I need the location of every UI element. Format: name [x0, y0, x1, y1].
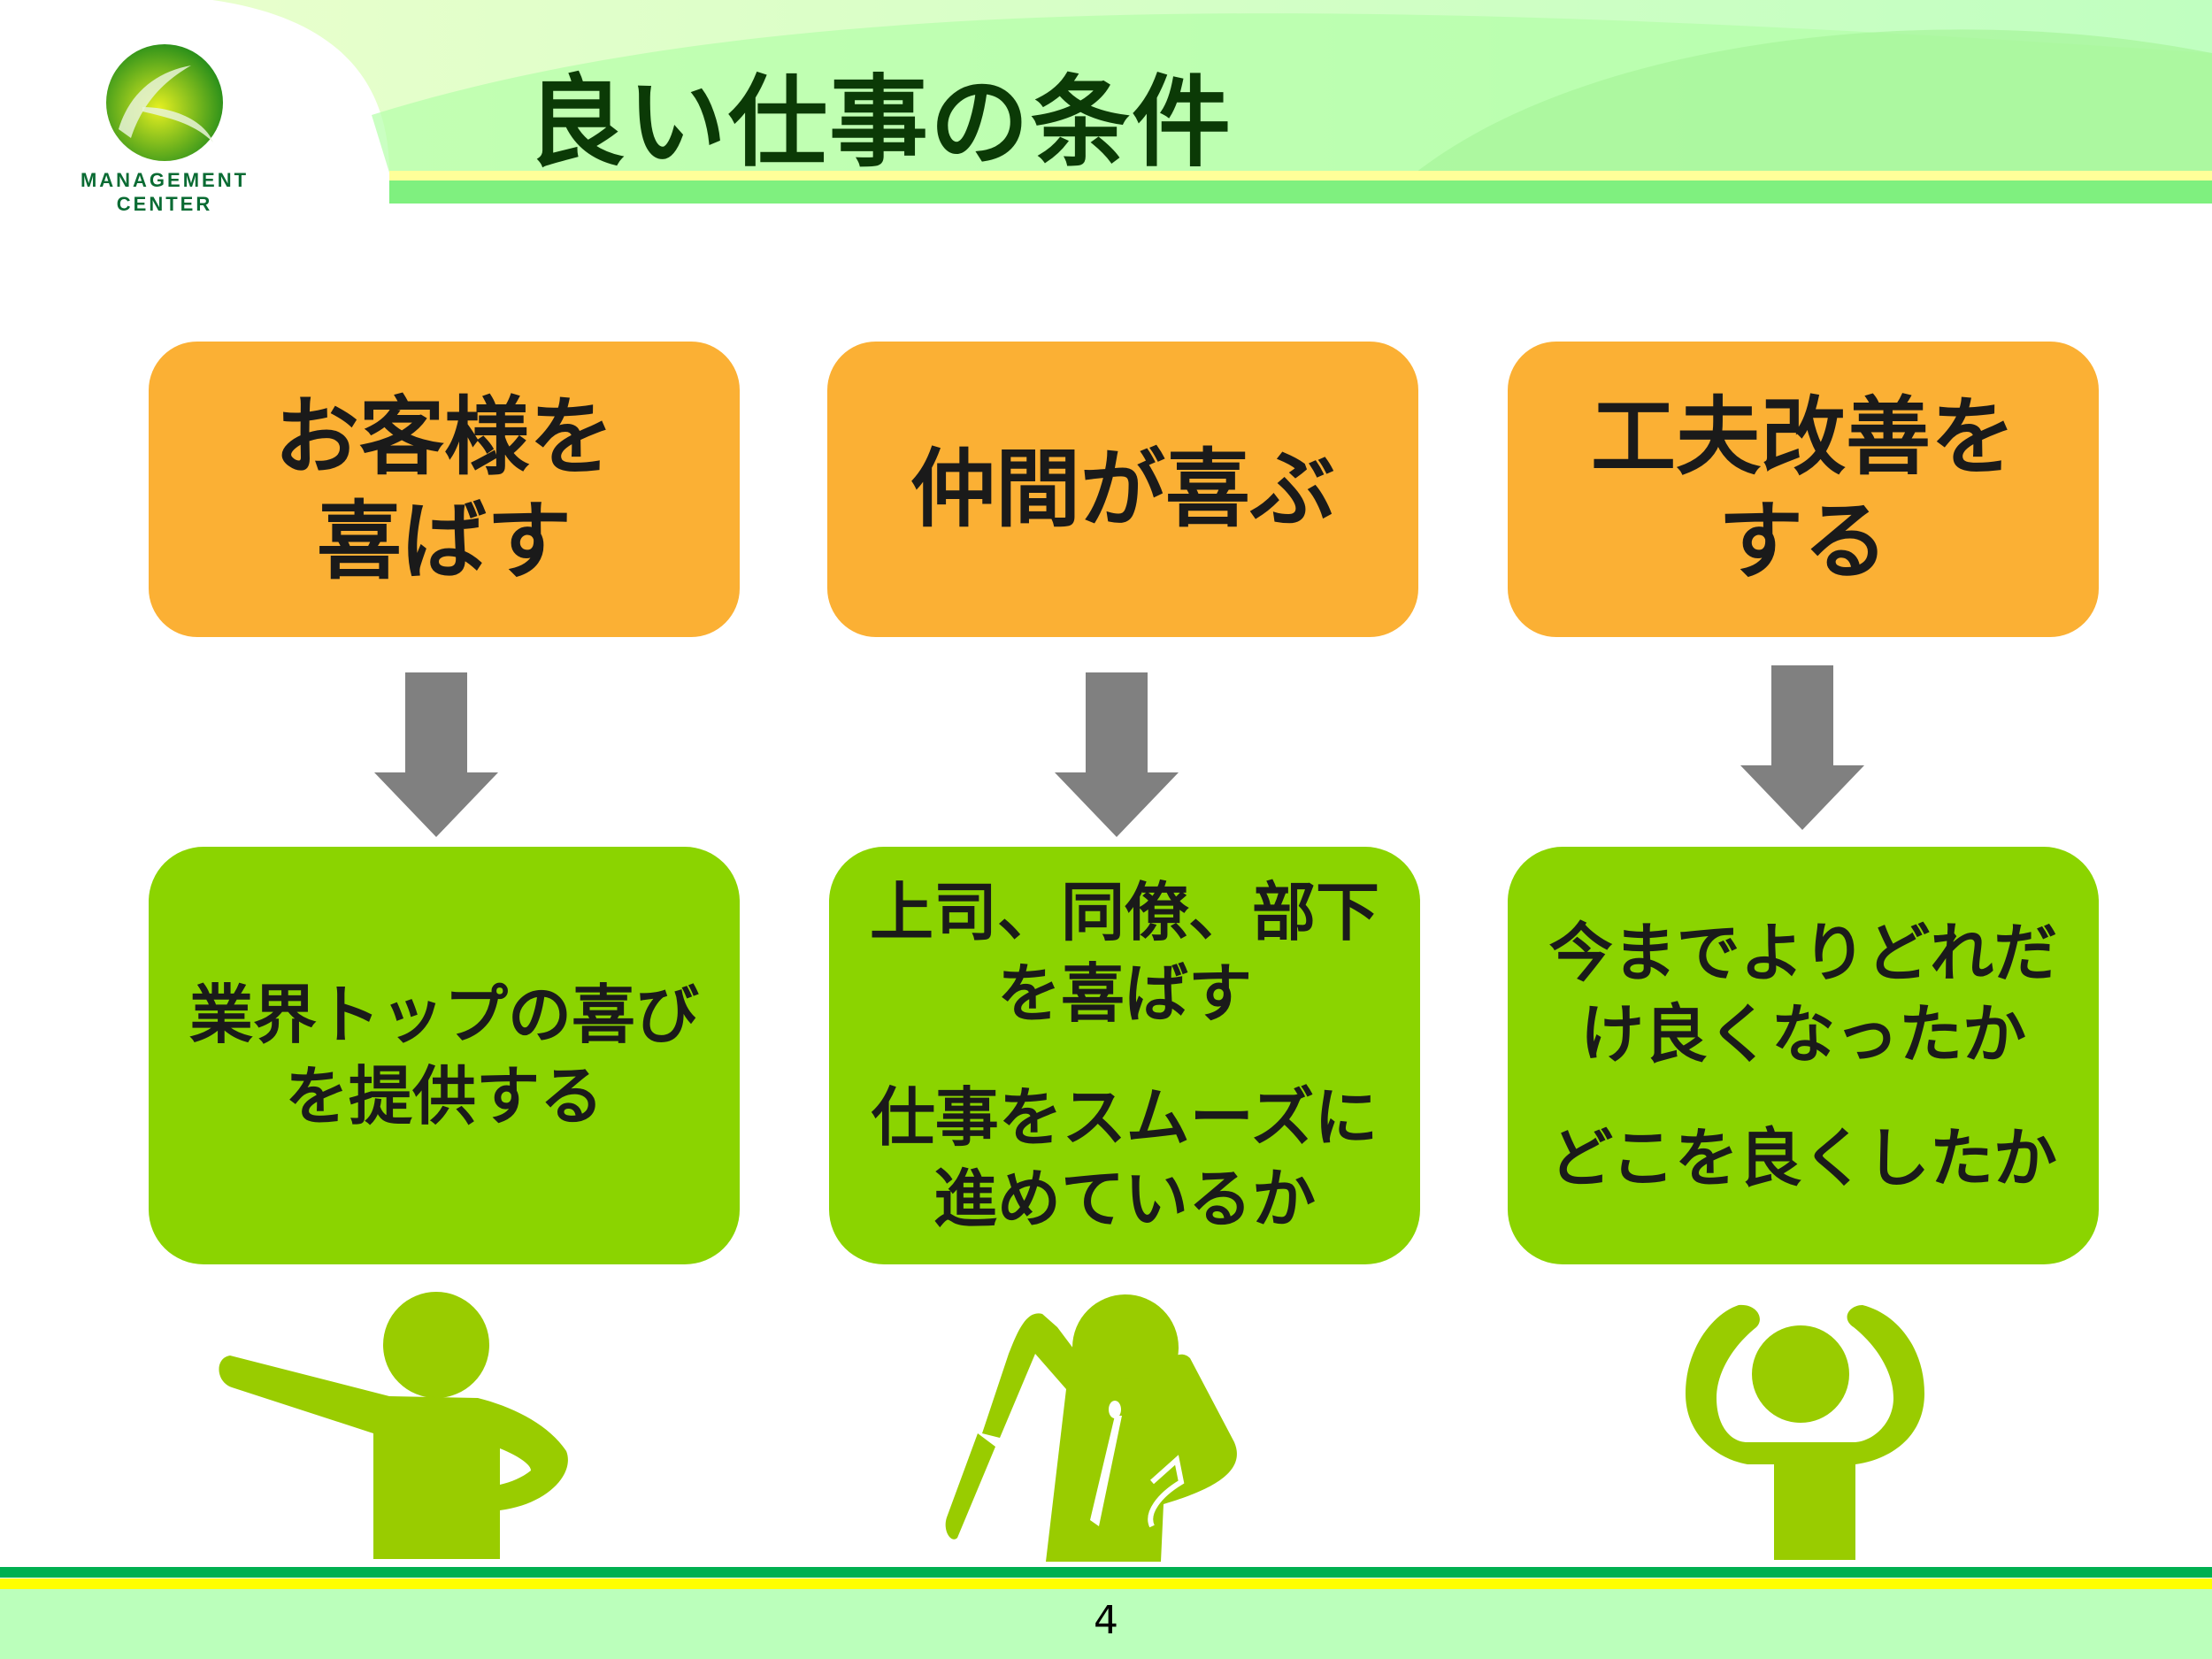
detail-box-colleagues: 上司、同僚、部下 を喜ばす 仕事をスムーズに 進めているか: [829, 847, 1420, 1264]
footer-rule-green: [0, 1567, 2212, 1578]
thinking-person-icon: [945, 1294, 1237, 1562]
page-number: 4: [1094, 1598, 1118, 1643]
logo-globe-icon: [106, 44, 223, 161]
condition-box-customers: お客様を喜ばす: [149, 342, 740, 637]
heading-line: お客様を: [274, 388, 614, 487]
heading-line: 仲間が喜ぶ: [910, 440, 1335, 539]
detail-line: け良くなったか: [1579, 997, 2026, 1071]
logo-text-2: CENTER: [116, 193, 213, 215]
down-arrow-icon: [1055, 672, 1179, 837]
down-arrow-icon: [374, 672, 498, 837]
detail-line: を喜ばす: [996, 956, 1252, 1031]
logo: MANAGEMENT CENTER: [60, 34, 269, 230]
detail-box-improvement: 今までよりどれだ け良くなったか どこを良くしたか: [1508, 847, 2099, 1264]
detail-line: 業界トップの喜び: [188, 978, 699, 1052]
condition-box-improvement: 工夫改善をする: [1508, 342, 2099, 637]
down-arrow-icon: [1740, 665, 1864, 830]
condition-box-colleagues: 仲間が喜ぶ: [827, 342, 1418, 637]
detail-box-customers: 業界トップの喜び を提供する: [149, 847, 740, 1264]
pointing-person-icon: [219, 1292, 568, 1559]
detail-line: を提供する: [284, 1059, 603, 1133]
detail-line: 今までよりどれだ: [1548, 916, 2058, 990]
header-banner: [212, 0, 2212, 204]
heading-line: 工夫改善を: [1591, 388, 2016, 487]
heading-line: 喜ばす: [317, 492, 572, 591]
detail-line: どこを良くしたか: [1549, 1121, 2057, 1195]
footer-band: [0, 1589, 2212, 1659]
celebrating-person-icon: [1686, 1304, 1924, 1560]
heading-line: する: [1718, 492, 1888, 591]
slide-title: 良い仕事の条件: [526, 65, 1233, 180]
detail-line: 上司、同僚、部下: [869, 875, 1379, 949]
detail-line: 仕事をスムーズに: [871, 1080, 1379, 1155]
detail-line: 進めているか: [933, 1162, 1316, 1236]
logo-text-1: MANAGEMENT: [80, 169, 250, 191]
footer-rule-yellow: [0, 1578, 2212, 1589]
